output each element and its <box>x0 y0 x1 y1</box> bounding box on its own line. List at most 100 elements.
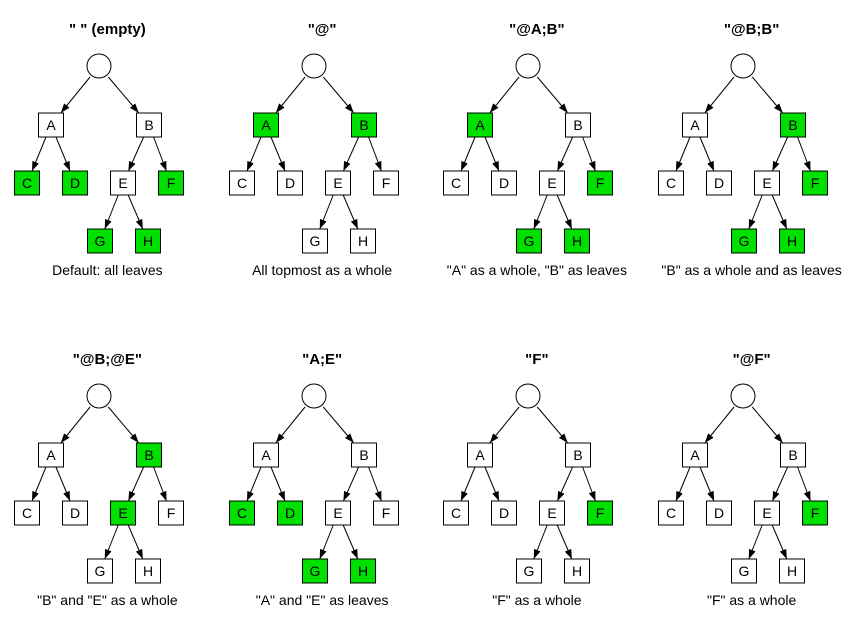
tree-edge-B-E <box>342 136 359 171</box>
tree-node-F: F <box>372 500 399 526</box>
tree-node-D: D <box>491 500 518 526</box>
tree-root-node <box>515 53 541 79</box>
tree-node-A: A <box>37 112 64 138</box>
tree-node-label: E <box>548 505 557 521</box>
panel-title: "@F" <box>732 351 771 368</box>
tree-edge-root-A <box>275 76 306 113</box>
tree-node-C: C <box>658 170 685 196</box>
tree-edge-B-F <box>582 466 597 501</box>
tree-node-label: B <box>788 117 797 133</box>
tree-node-label: B <box>788 447 797 463</box>
tree-root-node <box>730 383 756 409</box>
tree-node-A-highlighted: A <box>467 112 494 138</box>
tree-edge-A-D <box>699 466 715 501</box>
panel-caption: "F" as a whole <box>706 592 797 608</box>
tree-edge-A-C <box>31 466 47 501</box>
tree-node-C-highlighted: C <box>228 500 255 526</box>
tree-node-label: A <box>46 117 56 133</box>
tree-node-label: B <box>359 447 368 463</box>
tree-node-D-highlighted: D <box>61 170 88 196</box>
tree-node-label: E <box>333 175 342 191</box>
tree-node-C: C <box>658 500 685 526</box>
tree-node-label: B <box>144 447 153 463</box>
tree-edge-B-E <box>772 136 789 171</box>
tree-node-label: C <box>22 175 32 191</box>
tree-node-label: C <box>22 505 32 521</box>
tree-node-label: H <box>143 563 153 579</box>
panel-title: "@B;@E" <box>72 351 143 368</box>
tree-edge-E-H <box>557 194 573 229</box>
tree-node-label: H <box>572 563 582 579</box>
tree-node-label: C <box>237 505 247 521</box>
tree-root-node <box>86 383 112 409</box>
tree-node-A: A <box>467 442 494 468</box>
tree-edge-B-E <box>557 466 574 501</box>
tree-node-label: B <box>359 117 368 133</box>
tree-edge-A-D <box>55 466 71 501</box>
tree-node-E: E <box>754 500 781 526</box>
tree-node-label: E <box>118 175 127 191</box>
panel-title: "F" <box>525 351 549 368</box>
tree-edge-A-C <box>461 136 476 171</box>
tree-edge-A-C <box>246 466 262 501</box>
tree-edge-E-G <box>533 194 549 229</box>
tree-node-label: H <box>572 233 582 249</box>
tree-edge-root-A <box>275 406 306 443</box>
panel-caption: "A" and "E" as leaves <box>255 592 389 608</box>
tree-root-node <box>301 383 327 409</box>
tree-node-label: E <box>333 505 342 521</box>
tree-node-H-highlighted: H <box>564 228 591 254</box>
tree-root-node <box>515 383 541 409</box>
tree-edge-B-F <box>152 136 167 171</box>
tree-node-label: A <box>690 117 700 133</box>
tree-node-label: A <box>261 447 271 463</box>
tree-edge-A-D <box>484 466 500 501</box>
tree-node-H-highlighted: H <box>349 558 376 584</box>
tree-node-E: E <box>754 170 781 196</box>
tree-edge-root-B <box>322 76 354 113</box>
tree-edge-root-A <box>60 406 91 443</box>
tree-node-B: B <box>350 442 377 468</box>
tree-node-B: B <box>780 442 807 468</box>
tree-node-D: D <box>706 500 733 526</box>
tree-node-label: G <box>309 563 320 579</box>
tree-node-F-highlighted: F <box>802 170 829 196</box>
tree-edge-A-C <box>31 136 47 171</box>
panel-caption: "F" as a whole <box>492 592 582 608</box>
tree-node-A: A <box>682 112 709 138</box>
tree-node-label: D <box>70 175 80 191</box>
tree-node-D: D <box>276 170 303 196</box>
tree-node-label: D <box>285 505 295 521</box>
tree-edge-E-H <box>771 524 788 559</box>
tree-node-B: B <box>565 112 592 138</box>
tree-node-A: A <box>252 442 279 468</box>
tree-node-label: C <box>451 505 461 521</box>
tree-node-G: G <box>516 558 543 584</box>
tree-edge-root-B <box>752 406 783 443</box>
tree-edge-A-C <box>246 136 262 171</box>
tree-node-H: H <box>564 558 591 584</box>
tree-node-A-highlighted: A <box>252 112 279 138</box>
tree-node-C-highlighted: C <box>13 170 40 196</box>
tree-node-label: D <box>499 175 509 191</box>
tree-node-label: B <box>144 117 153 133</box>
tree-node-label: D <box>714 175 724 191</box>
tree-node-C: C <box>228 170 255 196</box>
tree-edge-root-A <box>60 76 91 113</box>
tree-node-H-highlighted: H <box>134 228 161 254</box>
tree-node-E: E <box>324 170 351 196</box>
tree-edge-A-D <box>484 136 500 171</box>
tree-node-B: B <box>565 442 592 468</box>
tree-edge-root-A <box>704 76 735 113</box>
tree-node-label: F <box>167 175 176 191</box>
tree-edge-E-G <box>319 524 334 559</box>
panel-title: "@B;B" <box>723 21 780 38</box>
tree-node-A: A <box>682 442 709 468</box>
tree-edge-E-H <box>127 194 143 229</box>
